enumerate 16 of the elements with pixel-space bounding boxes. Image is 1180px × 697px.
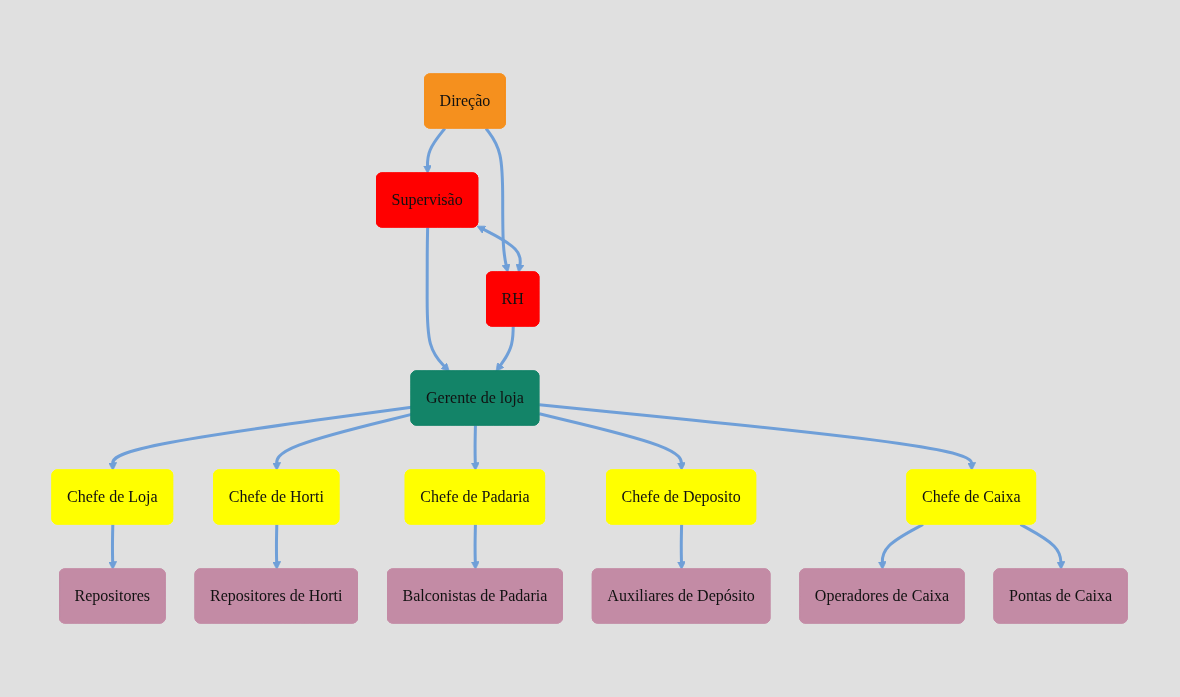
arrow — [272, 524, 282, 570]
arrow — [471, 425, 481, 471]
arrow — [477, 225, 525, 273]
arrow — [471, 524, 481, 570]
arrow — [426, 227, 451, 372]
arrow — [108, 405, 413, 471]
arrow — [878, 523, 925, 570]
arrow — [1020, 523, 1066, 570]
arrow — [539, 403, 977, 471]
arrow — [539, 412, 687, 471]
arrow — [108, 524, 118, 570]
arrow — [485, 127, 511, 273]
arrow — [677, 524, 687, 570]
arrow — [272, 412, 413, 471]
arrow — [423, 127, 447, 174]
arrow — [496, 326, 516, 372]
